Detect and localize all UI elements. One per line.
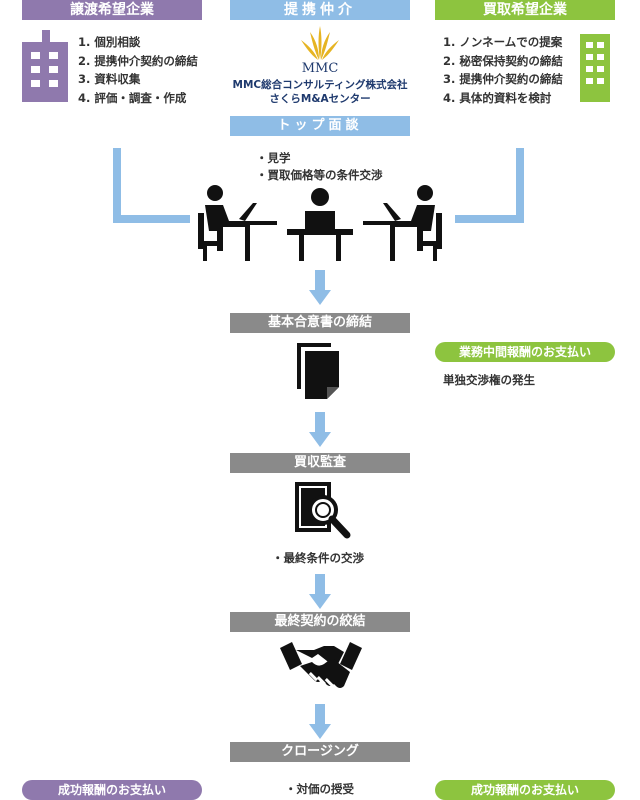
payment-note: ・対価の授受 (285, 782, 354, 796)
broker-logo-text: MMC (301, 61, 339, 76)
flow-arrow-down-icon (309, 574, 331, 609)
success-fee-badge-buyer: 成功報酬のお支払い (435, 780, 615, 800)
buyer-task: 4. 具体的資料を検討 (443, 90, 552, 105)
meeting-note-tour: ・見学 (256, 151, 291, 165)
flow-arrow-down-icon (309, 412, 331, 447)
buyer-task: 1. ノンネームでの提案 (443, 35, 563, 49)
top-meeting-label: トップ面談 (230, 116, 410, 136)
step-basic-agreement: 基本合意書の締結 (230, 313, 410, 333)
final-negotiation-note: ・最終条件の交渉 (272, 551, 364, 565)
seller-building-icon (22, 30, 68, 102)
seller-task: 1. 個別相談 (78, 35, 141, 49)
interim-fee-badge: 業務中間報酬のお支払い (435, 342, 615, 362)
buyer-task-list: 1. ノンネームでの提案 2. 秘密保持契約の締結 3. 提携仲介契約の締結 4… (443, 33, 563, 107)
meeting-connector-lines (113, 148, 524, 223)
handshake-icon (280, 642, 362, 688)
seller-task: 3. 資料収集 (78, 72, 141, 86)
document-search-icon (295, 482, 351, 539)
seller-task: 4. 評価・調査・作成 (78, 90, 187, 105)
broker-company-subname: さくらM&Aセンター (269, 93, 371, 105)
buyer-header: 買取希望企業 (435, 0, 615, 20)
meeting-note-negotiation: ・買取価格等の条件交渉 (256, 168, 383, 182)
broker-header: 提携仲介 (230, 0, 410, 20)
step-closing: クロージング (230, 742, 410, 762)
step-final-contract: 最終契約の絞結 (230, 612, 410, 632)
meeting-people-icon (198, 185, 442, 261)
buyer-building-icon (580, 34, 610, 102)
seller-task: 2. 提携仲介契約の締結 (78, 53, 198, 68)
document-icon (297, 343, 339, 399)
success-fee-badge-seller: 成功報酬のお支払い (22, 780, 202, 800)
buyer-task: 2. 秘密保持契約の締結 (443, 53, 563, 68)
broker-company-name: MMC総合コンサルティング株式会社 (232, 79, 408, 91)
seller-task-list: 1. 個別相談 2. 提携仲介契約の締結 3. 資料収集 4. 評価・調査・作成 (78, 33, 198, 107)
flow-arrow-down-icon (309, 270, 331, 305)
step-due-diligence: 買収監査 (230, 453, 410, 473)
seller-header: 譲渡希望企業 (22, 0, 202, 20)
buyer-task: 3. 提携仲介契約の締結 (443, 72, 563, 86)
exclusive-right-note: 単独交渉権の発生 (443, 373, 535, 387)
flow-arrow-down-icon (309, 704, 331, 739)
sakura-logo-icon (301, 26, 339, 60)
